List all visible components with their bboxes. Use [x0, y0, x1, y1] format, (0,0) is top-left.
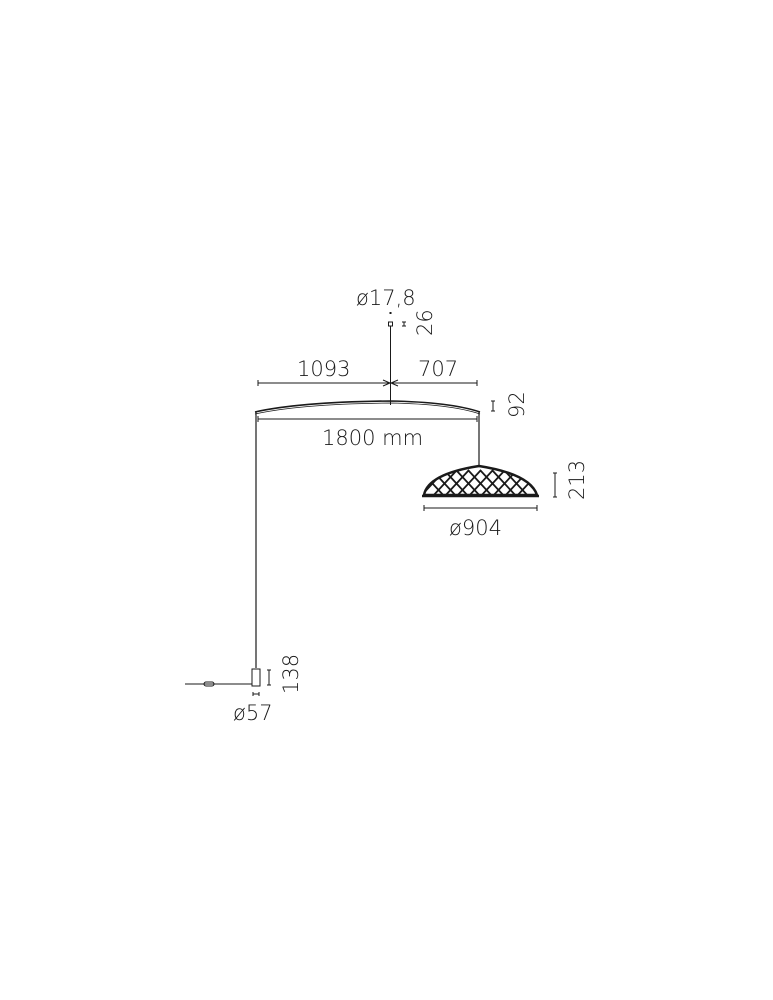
label-base-diameter: ø57 — [233, 701, 273, 725]
label-base-height: 138 — [279, 654, 303, 694]
label-arm-total-length: 1800 mm — [322, 426, 423, 450]
label-shade-diameter: ø904 — [449, 516, 502, 540]
label-arm-left-length: 1093 — [297, 357, 350, 381]
label-top-fixture-diameter: ø17,8 — [356, 286, 416, 310]
label-top-fixture-height: 26 — [413, 309, 437, 336]
dome-shade — [422, 464, 557, 511]
total-length-dimension — [257, 416, 478, 422]
arm-dimension-lines — [257, 379, 478, 387]
label-arm-right-length: 707 — [418, 357, 458, 381]
top-fixture — [388, 312, 406, 405]
lamp-base — [185, 668, 271, 696]
cantilever-arm — [254, 400, 495, 415]
label-shade-height: 213 — [565, 460, 589, 500]
label-arm-height: 92 — [505, 391, 529, 418]
